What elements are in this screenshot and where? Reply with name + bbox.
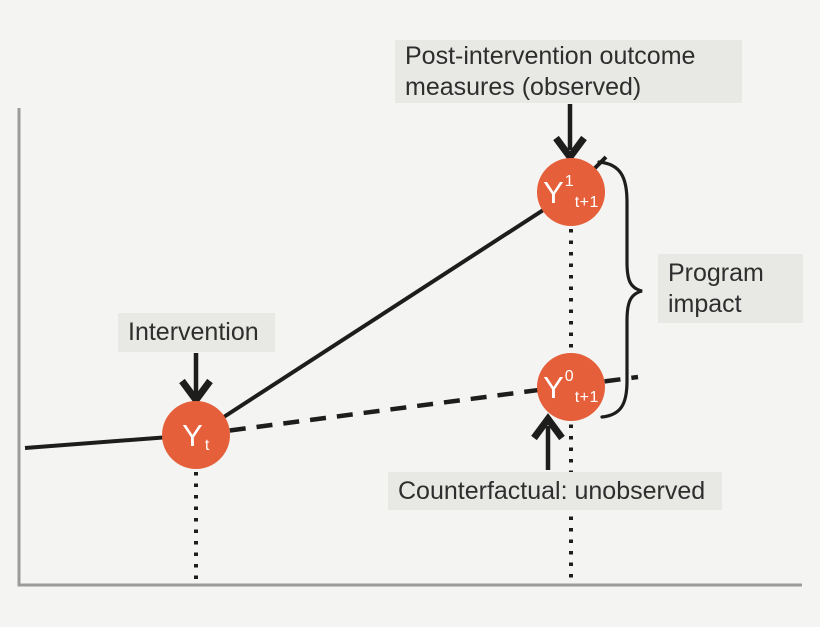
post-intervention-label-line1: Post-intervention outcome: [405, 41, 696, 70]
node-y-t-sub: t: [204, 437, 210, 454]
program-impact-label: Program impact: [658, 254, 803, 323]
program-impact-label-line1: Program: [668, 258, 764, 287]
node-y-t-base: Y: [182, 417, 203, 453]
arrow-down-intervention-icon: [179, 353, 213, 406]
arrow-up-counterfactual-icon: [531, 413, 565, 470]
post-intervention-label: Post-intervention outcome measures (obse…: [395, 40, 742, 103]
post-intervention-label-line2: measures (observed): [405, 72, 642, 101]
node-y0-sub: t+1: [574, 389, 599, 406]
intervention-label: Intervention: [118, 313, 275, 352]
arrow-head: [179, 378, 213, 406]
counterfactual-label: Counterfactual: unobserved: [388, 472, 722, 510]
arrow-head: [531, 413, 565, 441]
arrow-down-observed-icon: [553, 104, 587, 163]
program-impact-label-line2: impact: [668, 289, 742, 318]
node-y1-sup: 1: [564, 173, 574, 190]
node-y0-base: Y: [543, 369, 564, 405]
node-y1-sub: t+1: [574, 194, 599, 211]
axes: [17, 108, 802, 587]
node-y0-sup: 0: [564, 368, 574, 385]
node-y1-t-plus-1: Y 1 t+1: [537, 158, 605, 226]
node-y-t: Y t: [162, 401, 230, 469]
program-impact-brace: [597, 160, 643, 419]
intervention-label-text: Intervention: [128, 318, 259, 346]
node-y1-base: Y: [543, 174, 564, 210]
counterfactual-label-text: Counterfactual: unobserved: [398, 476, 706, 505]
node-y0-t-plus-1: Y 0 t+1: [537, 353, 605, 421]
arrow-head: [553, 135, 587, 163]
